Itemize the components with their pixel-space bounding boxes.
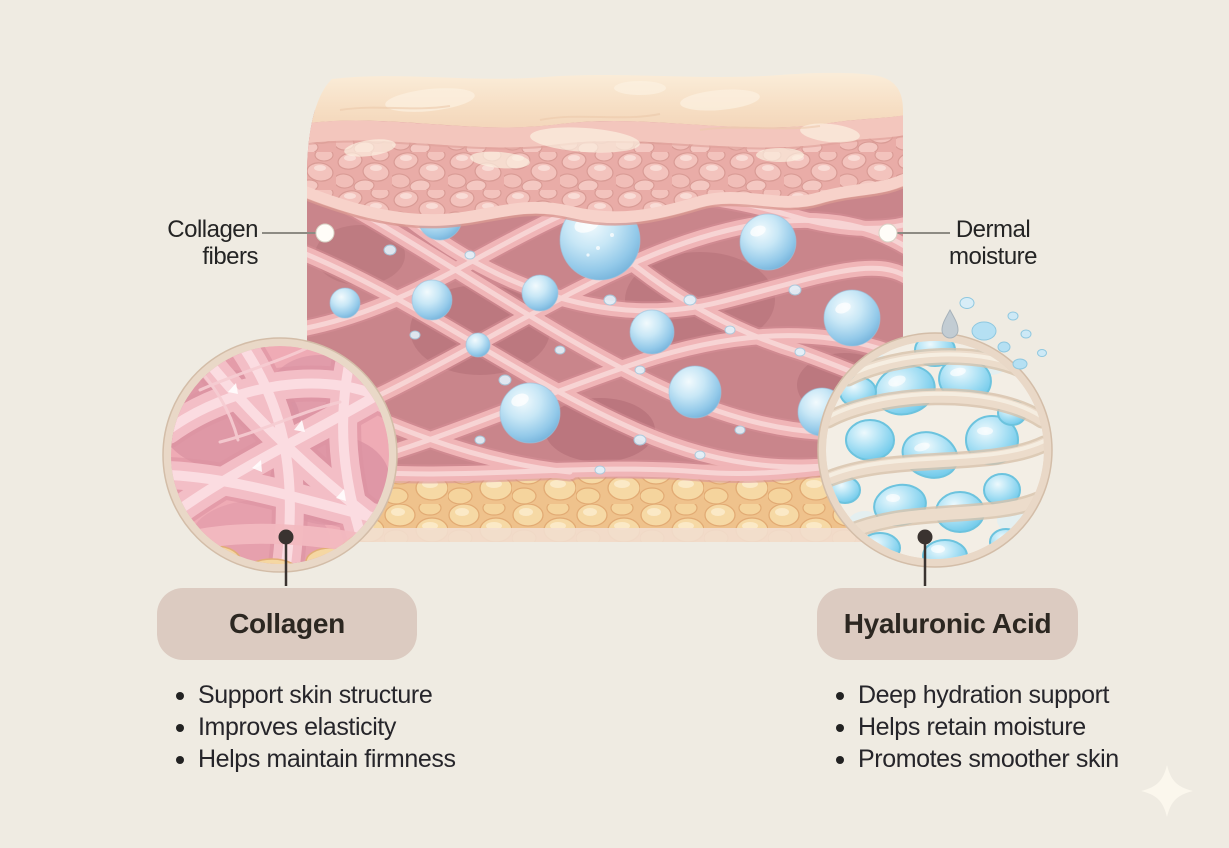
list-item-text: Helps retain moisture xyxy=(858,713,1086,741)
pill-label: Hyaluronic Acid xyxy=(843,608,1052,639)
list-item: Support skin structure xyxy=(176,681,456,713)
callout-dermal-moisture: Dermal moisture xyxy=(932,216,1054,270)
sparkle-icon xyxy=(1141,765,1193,817)
bullet-dot-icon xyxy=(176,756,184,764)
callout-line: moisture xyxy=(948,242,1038,270)
list-item-text: Deep hydration support xyxy=(858,681,1110,709)
epidermis-layer xyxy=(307,72,903,169)
list-item: Helps retain moisture xyxy=(836,713,1119,745)
list-item: Improves elasticity xyxy=(176,713,456,745)
collagen-title-pill: Collagen xyxy=(157,588,417,660)
bullet-dot-icon xyxy=(176,724,184,732)
callout-line: Collagen xyxy=(167,216,258,243)
callout-line: Dermal xyxy=(955,216,1031,243)
bullet-dot-icon xyxy=(836,724,844,732)
connector-left xyxy=(278,529,294,586)
list-item: Helps maintain firmness xyxy=(176,745,456,777)
pill-label: Collagen xyxy=(229,608,345,639)
connector-right xyxy=(917,529,933,586)
collagen-benefits-list: Support skin structure Improves elastici… xyxy=(176,681,456,777)
leader-line-left xyxy=(262,223,335,243)
list-item-text: Promotes smoother skin xyxy=(858,745,1119,773)
collagen-zoom-circle xyxy=(162,337,398,573)
pointer-dot xyxy=(917,529,933,545)
callout-line: fibers xyxy=(202,242,258,270)
pointer-dot xyxy=(315,223,335,243)
list-item-text: Helps maintain firmness xyxy=(198,745,456,773)
hyaluronic-zoom-circle xyxy=(817,332,1053,568)
callout-collagen-fibers: Collagen fibers xyxy=(118,216,258,270)
leader-line-right xyxy=(878,223,950,243)
list-item-text: Support skin structure xyxy=(198,681,433,709)
pointer-dot xyxy=(878,223,898,243)
list-item: Promotes smoother skin xyxy=(836,745,1119,777)
water-droplets xyxy=(941,297,1047,370)
bullet-dot-icon xyxy=(176,692,184,700)
pointer-dot xyxy=(278,529,294,545)
list-item: Deep hydration support xyxy=(836,681,1119,713)
list-item-text: Improves elasticity xyxy=(198,713,397,741)
hyaluronic-benefits-list: Deep hydration support Helps retain mois… xyxy=(836,681,1119,777)
bullet-dot-icon xyxy=(836,756,844,764)
hyaluronic-title-pill: Hyaluronic Acid xyxy=(817,588,1078,660)
bullet-dot-icon xyxy=(836,692,844,700)
